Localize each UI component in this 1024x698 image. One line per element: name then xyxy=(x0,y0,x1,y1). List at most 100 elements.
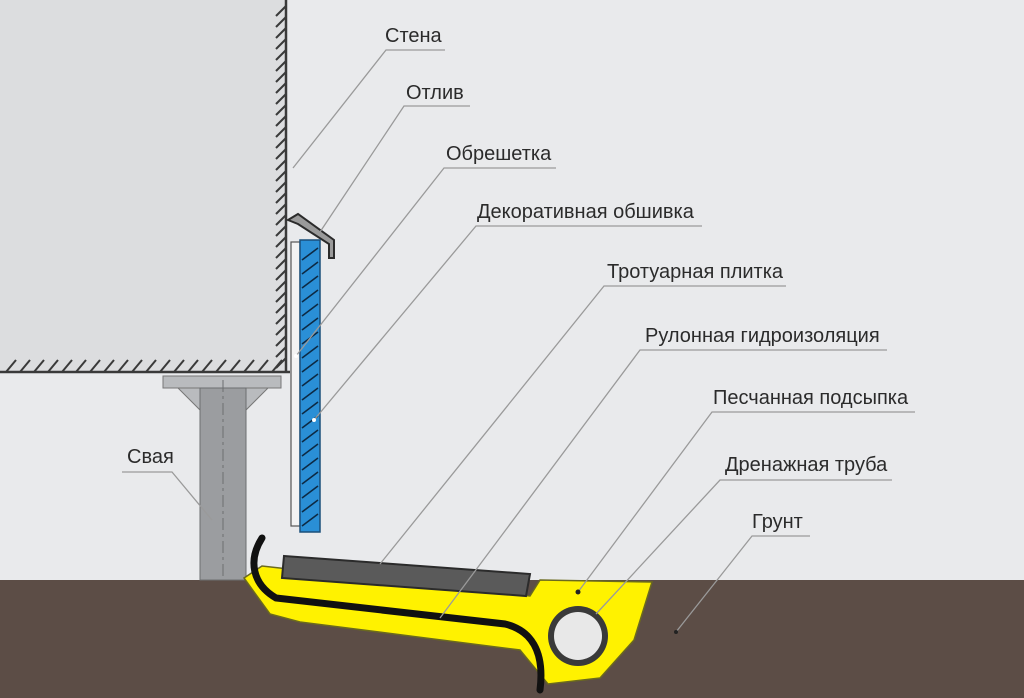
hatch-stroke xyxy=(275,60,287,72)
hatch-stroke xyxy=(301,457,319,471)
hatch-stroke xyxy=(275,203,287,215)
label-cladding: Декоративная обшивка xyxy=(477,201,695,223)
hatch-stroke xyxy=(301,345,319,359)
hatch-stroke xyxy=(301,261,319,275)
hatch-stroke xyxy=(275,170,287,182)
hatch-stroke xyxy=(275,192,287,204)
hatch-stroke xyxy=(275,302,287,314)
hatch-stroke xyxy=(275,335,287,347)
hatch-stroke xyxy=(275,137,287,149)
hatch-stroke xyxy=(19,359,31,373)
hatch-stroke xyxy=(301,429,319,443)
wall-hatch xyxy=(275,5,287,369)
pile-brace-right xyxy=(245,387,270,412)
leader-paving xyxy=(379,285,786,565)
hatch-stroke xyxy=(275,225,287,237)
label-pile: Свая xyxy=(127,446,174,468)
label-lathing: Обрешетка xyxy=(446,143,552,165)
hatch-stroke xyxy=(301,247,319,261)
hatch-stroke xyxy=(103,359,115,373)
label-drip: Отлив xyxy=(406,82,464,104)
hatch-stroke xyxy=(275,82,287,94)
hatch-stroke xyxy=(271,359,283,373)
hatch-stroke xyxy=(301,289,319,303)
floor-hatch xyxy=(5,359,283,373)
hatch-stroke xyxy=(275,214,287,226)
hatch-stroke xyxy=(301,317,319,331)
hatch-stroke xyxy=(275,104,287,116)
hatch-stroke xyxy=(47,359,59,373)
hatch-stroke xyxy=(159,359,171,373)
hatch-stroke xyxy=(145,359,157,373)
leader-sand xyxy=(577,411,915,593)
hatch-stroke xyxy=(131,359,143,373)
hatch-stroke xyxy=(89,359,101,373)
lathing-bar xyxy=(290,241,301,527)
hatch-stroke xyxy=(33,359,45,373)
paving-slab xyxy=(280,554,532,598)
hatch-stroke xyxy=(275,269,287,281)
hatch-stroke xyxy=(275,126,287,138)
leader-waterproofing xyxy=(439,349,887,619)
leader-cladding xyxy=(313,225,702,421)
hatch-stroke xyxy=(229,359,241,373)
hatch-stroke xyxy=(275,71,287,83)
waterproofing-membrane xyxy=(250,534,545,694)
pile-cap xyxy=(162,375,282,389)
hatch-stroke xyxy=(215,359,227,373)
hatch-stroke xyxy=(75,359,87,373)
label-paving: Тротуарная плитка xyxy=(607,261,784,283)
hatch-stroke xyxy=(275,27,287,39)
hatch-stroke xyxy=(275,324,287,336)
label-soil: Грунт xyxy=(752,511,803,533)
hatch-stroke xyxy=(275,49,287,61)
cladding-hatch xyxy=(301,247,319,527)
hatch-stroke xyxy=(201,359,213,373)
hatch-stroke xyxy=(301,387,319,401)
leader-drain xyxy=(595,479,892,615)
hatch-stroke xyxy=(243,359,255,373)
hatch-stroke xyxy=(61,359,73,373)
leader-dots xyxy=(294,354,678,634)
hatch-stroke xyxy=(5,359,17,373)
hatch-stroke xyxy=(275,313,287,325)
leader-pile xyxy=(122,471,213,521)
hatch-stroke xyxy=(301,303,319,317)
drip-flashing xyxy=(285,212,335,259)
hatch-stroke xyxy=(275,291,287,303)
hatch-stroke xyxy=(275,93,287,105)
leader-soil xyxy=(675,535,810,633)
drain-pipe-inner xyxy=(554,612,602,660)
hatch-stroke xyxy=(301,359,319,373)
leader-wall xyxy=(292,49,445,169)
hatch-stroke xyxy=(257,359,269,373)
leader-lathing xyxy=(295,167,556,357)
hatch-stroke xyxy=(301,471,319,485)
leader-lines xyxy=(122,49,915,633)
hatch-stroke xyxy=(275,115,287,127)
label-wall: Стена xyxy=(385,25,443,47)
hatch-stroke xyxy=(301,443,319,457)
hatch-stroke xyxy=(275,38,287,50)
hatch-stroke xyxy=(301,499,319,513)
hatch-stroke xyxy=(275,5,287,17)
hatch-stroke xyxy=(275,258,287,270)
hatch-stroke xyxy=(275,346,287,358)
label-waterproofing: Рулонная гидроизоляция xyxy=(645,325,880,347)
hatch-stroke xyxy=(301,485,319,499)
pile-brace-left xyxy=(176,387,201,412)
leader-drip xyxy=(319,105,470,233)
hatch-stroke xyxy=(275,16,287,28)
hatch-stroke xyxy=(117,359,129,373)
hatch-stroke xyxy=(275,247,287,259)
hatch-stroke xyxy=(187,359,199,373)
hatch-stroke xyxy=(301,373,319,387)
hatch-stroke xyxy=(301,401,319,415)
hatch-stroke xyxy=(275,159,287,171)
label-sand: Песчанная подсыпка xyxy=(713,387,909,409)
hatch-stroke xyxy=(275,148,287,160)
hatch-stroke xyxy=(173,359,185,373)
hatch-stroke xyxy=(275,181,287,193)
hatch-stroke xyxy=(301,275,319,289)
